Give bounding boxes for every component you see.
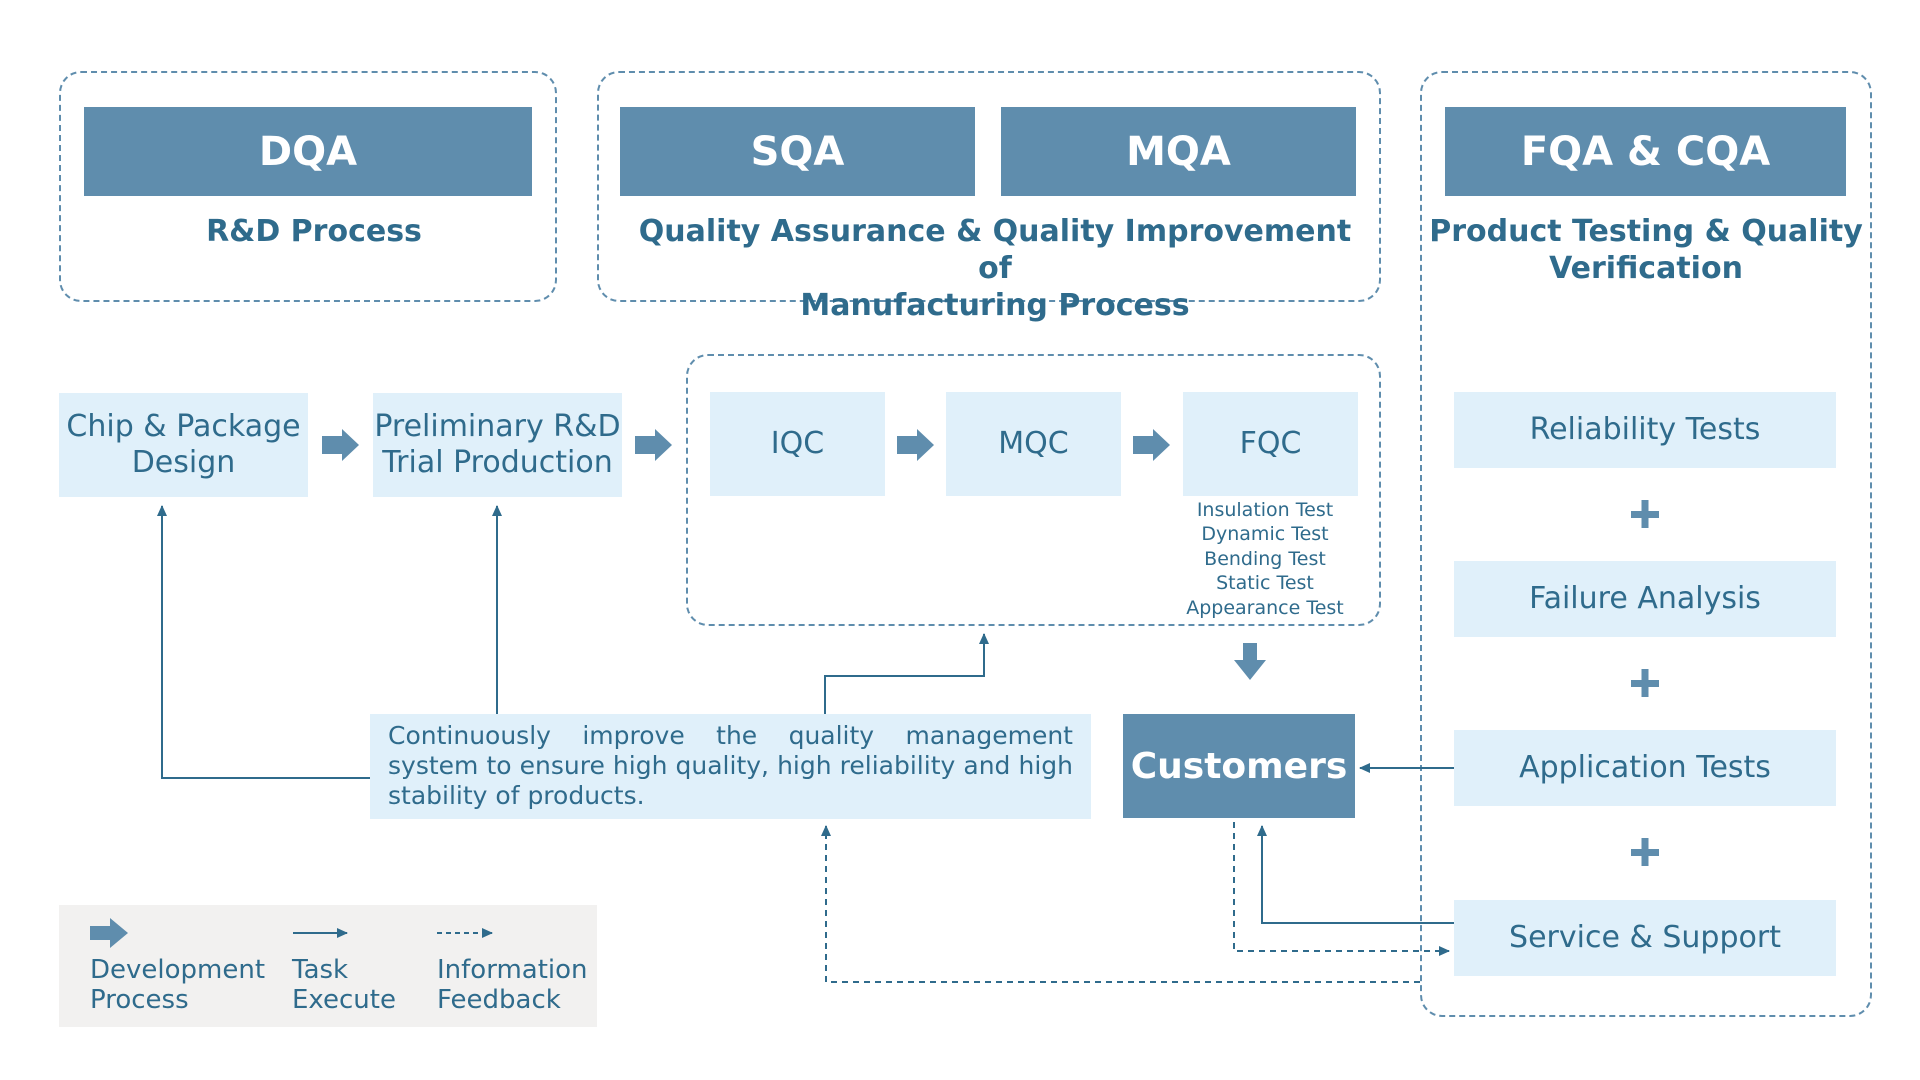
manufacturing-group: [597, 71, 1381, 302]
fqc-test-item: Bending Test: [1204, 547, 1326, 570]
application-tests-box: Application Tests: [1454, 730, 1836, 806]
chip-package-design-box: Chip & Package Design: [59, 393, 308, 497]
preliminary-rd-box: Preliminary R&D Trial Production: [373, 393, 622, 497]
legend-task-line1: Task: [292, 955, 349, 985]
fqa-subtitle-line1: Product Testing & Quality: [1429, 214, 1863, 249]
legend-info-line2: Feedback: [437, 985, 561, 1015]
fqa-subtitle: Product Testing & Quality Verification: [1428, 213, 1864, 287]
chip-package-line2: Design: [131, 445, 236, 480]
fqc-test-item: Appearance Test: [1186, 596, 1344, 619]
mqc-box: MQC: [946, 392, 1121, 496]
plus-icon: [1631, 500, 1659, 528]
customers-box: Customers: [1123, 714, 1355, 818]
development-arrow: [635, 429, 672, 461]
dqa-header: DQA: [84, 107, 532, 196]
service-support-box: Service & Support: [1454, 900, 1836, 976]
legend-info-line1: Information: [437, 955, 588, 985]
legend-development-arrow-icon: [90, 918, 128, 948]
legend-development-label: Development Process: [90, 955, 265, 1015]
manufacturing-subtitle-line1: Quality Assurance & Quality Improvement …: [638, 214, 1352, 286]
reliability-tests-box: Reliability Tests: [1454, 392, 1836, 468]
development-arrow-down: [1234, 643, 1266, 680]
fqc-test-item: Static Test: [1216, 572, 1314, 595]
development-arrow: [1133, 429, 1170, 461]
legend-task-line2: Execute: [292, 985, 396, 1015]
legend-info-label: Information Feedback: [437, 955, 588, 1015]
dqa-subtitle: R&D Process: [206, 214, 422, 249]
plus-icon: [1631, 669, 1659, 697]
fqa-cqa-header: FQA & CQA: [1445, 107, 1846, 196]
development-arrow: [322, 429, 359, 461]
mqa-header: MQA: [1001, 107, 1356, 196]
iqc-box: IQC: [710, 392, 885, 496]
fqc-test-item: Dynamic Test: [1201, 523, 1329, 546]
preliminary-rd-line1: Preliminary R&D: [374, 409, 621, 444]
fqc-tests-list: Insulation Test Dynamic Test Bending Tes…: [1165, 498, 1365, 620]
preliminary-rd-line2: Trial Production: [382, 445, 613, 480]
manufacturing-subtitle-line2: Manufacturing Process: [800, 288, 1190, 323]
legend-development-line1: Development: [90, 955, 266, 985]
fqc-box: FQC: [1183, 392, 1358, 496]
sqa-header: SQA: [620, 107, 975, 196]
failure-analysis-box: Failure Analysis: [1454, 561, 1836, 637]
legend-task-label: Task Execute: [292, 955, 396, 1015]
dqa-group: [59, 71, 557, 302]
qc-group: [686, 354, 1381, 626]
feedback-line-customers-to-service: [1233, 822, 1450, 956]
task-line-service-to-customers: [1257, 825, 1454, 924]
plus-icon: [1631, 838, 1659, 866]
fqc-test-item: Insulation Test: [1196, 499, 1334, 521]
development-arrow: [897, 429, 934, 461]
legend: [59, 905, 597, 1027]
legend-development-line2: Process: [90, 985, 189, 1015]
task-line-to-qc: [824, 633, 989, 714]
feedback-line-to-improvement: [821, 825, 1420, 983]
fqa-group: [1420, 71, 1872, 1017]
fqa-subtitle-line2: Verification: [1549, 251, 1743, 286]
manufacturing-subtitle: Quality Assurance & Quality Improvement …: [620, 213, 1370, 324]
task-line-to-chip: [157, 505, 370, 779]
chip-package-line1: Chip & Package: [66, 409, 301, 444]
improvement-statement-box: Continuously improve the quality managem…: [370, 714, 1091, 819]
